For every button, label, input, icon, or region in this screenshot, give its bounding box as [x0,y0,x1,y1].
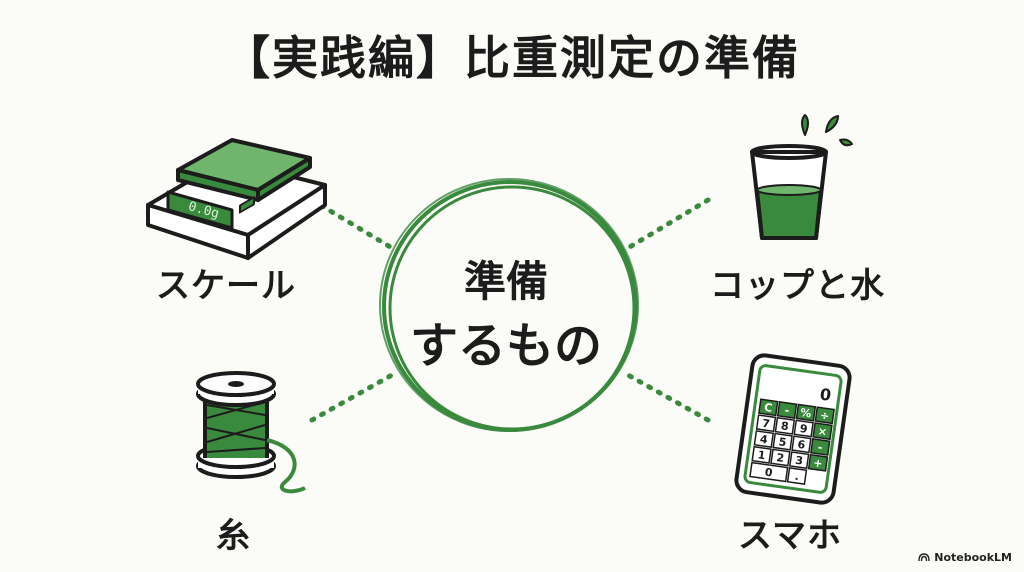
calc-key: 6 [791,435,812,454]
brand-mark: NotebookLM [918,551,1012,564]
calc-key: + [807,453,829,472]
calc-key: C [758,398,779,417]
connector-cup [625,197,711,251]
calc-key: 0 [749,461,789,483]
center-circle [379,178,639,432]
calc-key-label: 1 [757,448,766,462]
calc-key: % [795,403,817,422]
brand-text: NotebookLM [934,551,1012,564]
calc-key: 5 [772,432,793,451]
calc-key: - [776,401,798,419]
calc-key-label: 6 [797,438,807,452]
calc-key-label: × [817,425,828,439]
calc-key: 3 [788,451,810,470]
calc-key-label: . [794,470,800,483]
calc-key-label: 3 [794,454,803,468]
calc-key-label: 8 [780,419,789,433]
connector-scale [309,197,395,251]
calc-key-label: C [763,401,773,415]
center-text-line2: するもの [409,318,602,374]
calc-key: 1 [751,445,772,464]
calc-key-label: 0 [764,466,774,480]
phone-label: スマホ [738,516,842,556]
page-title: 【実践編】比重測定の準備 [224,31,800,85]
connectors [309,197,711,423]
calc-key: . [786,467,808,485]
calc-key: - [810,438,831,456]
calc-key: 9 [793,419,814,438]
scale-icon: 0.0g [146,138,327,260]
calc-key: ÷ [814,406,835,425]
calc-key-label: - [817,441,823,455]
cup-icon [750,114,853,240]
calc-key-label: % [799,406,812,420]
calc-key-label: 4 [759,433,769,447]
thread-spool-icon [196,371,306,494]
center-text-line1: 準備 [463,257,548,306]
notebook-logo-icon [918,553,930,562]
calc-key: × [812,422,833,441]
cup-label: コップと水 [710,266,885,306]
calc-key-label: 7 [761,417,770,431]
scale-label: スケール [156,266,296,306]
calc-key-label: 2 [776,451,785,465]
calc-key: 8 [774,416,796,435]
connector-thread [309,372,395,423]
calc-key-label: 5 [778,435,787,449]
calc-key-label: - [784,404,790,418]
phone-display-text: 0 [819,385,833,405]
calc-key-label: + [812,456,823,470]
thread-label: 糸 [216,516,251,556]
calc-key: 2 [770,448,791,467]
calc-key-label: ÷ [819,409,830,423]
connector-phone [625,372,711,423]
calc-key: 4 [753,430,775,448]
calc-key-label: 9 [799,422,808,436]
calc-key: 7 [755,414,777,433]
